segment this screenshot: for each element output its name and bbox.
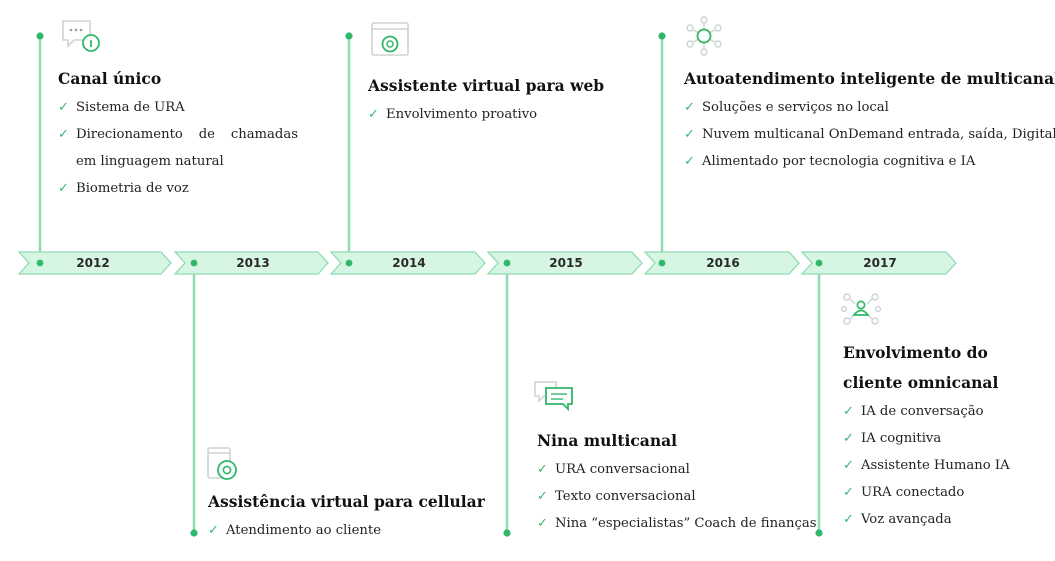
year-label-2013: 2013 xyxy=(236,256,270,270)
timeline-dot-2013 xyxy=(190,259,198,267)
end-dot-2013 xyxy=(190,529,198,537)
list-item: Nuvem multicanal OnDemand entrada, saída… xyxy=(684,121,1055,148)
list-item: IA cognitiva xyxy=(843,425,1048,452)
milestone-2014: Assistente virtual para web Envolvimento… xyxy=(368,71,638,128)
list-item: IA de conversação xyxy=(843,398,1048,425)
chat-bubbles-icon xyxy=(534,381,573,412)
milestone-items: Soluções e serviços no local Nuvem multi… xyxy=(684,94,1055,175)
milestone-items: Atendimento ao cliente xyxy=(208,517,508,544)
list-item: URA conversacional xyxy=(537,456,827,483)
list-item: Atendimento ao cliente xyxy=(208,517,508,544)
milestone-title: Autoatendimento inteligente de multicana… xyxy=(684,69,1055,88)
milestone-items: IA de conversação IA cognitiva Assistent… xyxy=(843,398,1048,533)
list-item: Biometria de voz xyxy=(58,175,318,202)
year-arrow-2013 xyxy=(173,251,329,275)
timeline-dot-2017 xyxy=(815,259,823,267)
year-arrow-2014 xyxy=(329,251,486,275)
milestone-items: Sistema de URA Direcionamento de chamada… xyxy=(58,94,318,202)
list-item: Sistema de URA xyxy=(58,94,318,121)
list-item: Nina “especialistas” Coach de finanças xyxy=(537,510,827,537)
year-arrow-2016 xyxy=(643,251,800,275)
milestone-2013: Assistência virtual para cellular Atendi… xyxy=(208,487,508,544)
milestone-2015: Nina multicanal URA conversacional Texto… xyxy=(537,426,827,537)
chat-info-icon xyxy=(62,20,100,52)
list-item: Direcionamento de chamadas em linguagem … xyxy=(58,121,298,175)
milestone-items: URA conversacional Texto conversacional … xyxy=(537,456,827,537)
milestone-title: Nina multicanal xyxy=(537,431,678,450)
timeline-dot-2016 xyxy=(658,259,666,267)
list-item: URA conectado xyxy=(843,479,1048,506)
list-item: Voz avançada xyxy=(843,506,1048,533)
timeline-dot-2012 xyxy=(36,259,44,267)
year-arrow-2017 xyxy=(800,251,957,275)
year-arrow-2015 xyxy=(486,251,643,275)
list-item: Soluções e serviços no local xyxy=(684,94,1044,121)
year-label-2017: 2017 xyxy=(863,256,897,270)
milestone-2012: Canal único Sistema de URA Direcionament… xyxy=(58,64,318,202)
mobile-assistant-icon xyxy=(207,447,237,480)
year-label-2012: 2012 xyxy=(76,256,110,270)
people-network-icon xyxy=(841,293,881,325)
year-label-2015: 2015 xyxy=(549,256,583,270)
network-hub-icon xyxy=(686,16,722,56)
year-arrow-2012 xyxy=(17,251,172,275)
milestone-title: Assistência virtual para cellular xyxy=(208,492,485,511)
list-item: Envolvimento proativo xyxy=(368,101,638,128)
milestone-2017: Envolvimento do cliente omnicanal IA de … xyxy=(843,338,1048,533)
list-item: Assistente Humano IA xyxy=(843,452,1048,479)
end-dot-2012 xyxy=(36,32,44,40)
list-item: Alimentado por tecnologia cognitiva e IA xyxy=(684,148,1044,175)
end-dot-2016 xyxy=(658,32,666,40)
milestone-items: Envolvimento proativo xyxy=(368,101,638,128)
milestone-title: Assistente virtual para web xyxy=(368,76,605,95)
end-dot-2014 xyxy=(345,32,353,40)
web-assistant-icon xyxy=(371,22,409,56)
milestone-title: Envolvimento do cliente omnicanal xyxy=(843,343,999,392)
milestone-2016: Autoatendimento inteligente de multicana… xyxy=(684,64,1055,175)
year-label-2016: 2016 xyxy=(706,256,740,270)
year-label-2014: 2014 xyxy=(392,256,426,270)
milestone-title: Canal único xyxy=(58,69,162,88)
timeline-dot-2014 xyxy=(345,259,353,267)
timeline-dot-2015 xyxy=(503,259,511,267)
list-item: Texto conversacional xyxy=(537,483,827,510)
